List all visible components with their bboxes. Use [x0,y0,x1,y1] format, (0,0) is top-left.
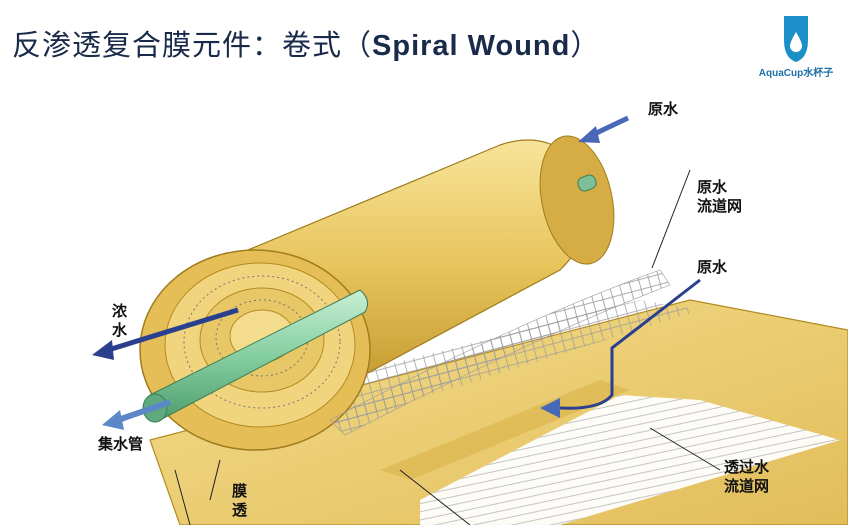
label-permeate-channel: 透过水 流道网 [724,458,770,495]
feed-spacer-roll [329,269,671,436]
raw-water-arrow-top [578,115,630,143]
label-concentrate: 浓 水 [112,302,128,339]
label-membrane: 膜 透 [232,482,248,519]
label-raw-water-top: 原水 [648,100,679,118]
logo-text: AquaCup水杯子 [758,68,834,79]
label-raw-water-channel: 原水 流道网 [697,178,743,215]
raw-water-flow-arrow [540,278,701,418]
title-close: ） [570,28,601,62]
title-english: Spiral Wound [372,30,571,62]
water-drop-shield-icon [784,16,808,62]
page-title: 反渗透复合膜元件：卷式（Spiral Wound） [12,22,600,64]
collection-pipe [149,289,369,421]
membrane-lower-layer [380,380,630,480]
label-collection-pipe: 集水管 [98,435,144,453]
collection-pipe-arrow [102,399,171,430]
aquacup-logo: AquaCup水杯子 [748,14,844,84]
concentrate-arrow [92,307,239,360]
title-chinese: 反渗透复合膜元件：卷式（ [12,28,373,62]
label-raw-water-mid: 原水 [697,258,728,276]
leader-lines [174,169,721,525]
